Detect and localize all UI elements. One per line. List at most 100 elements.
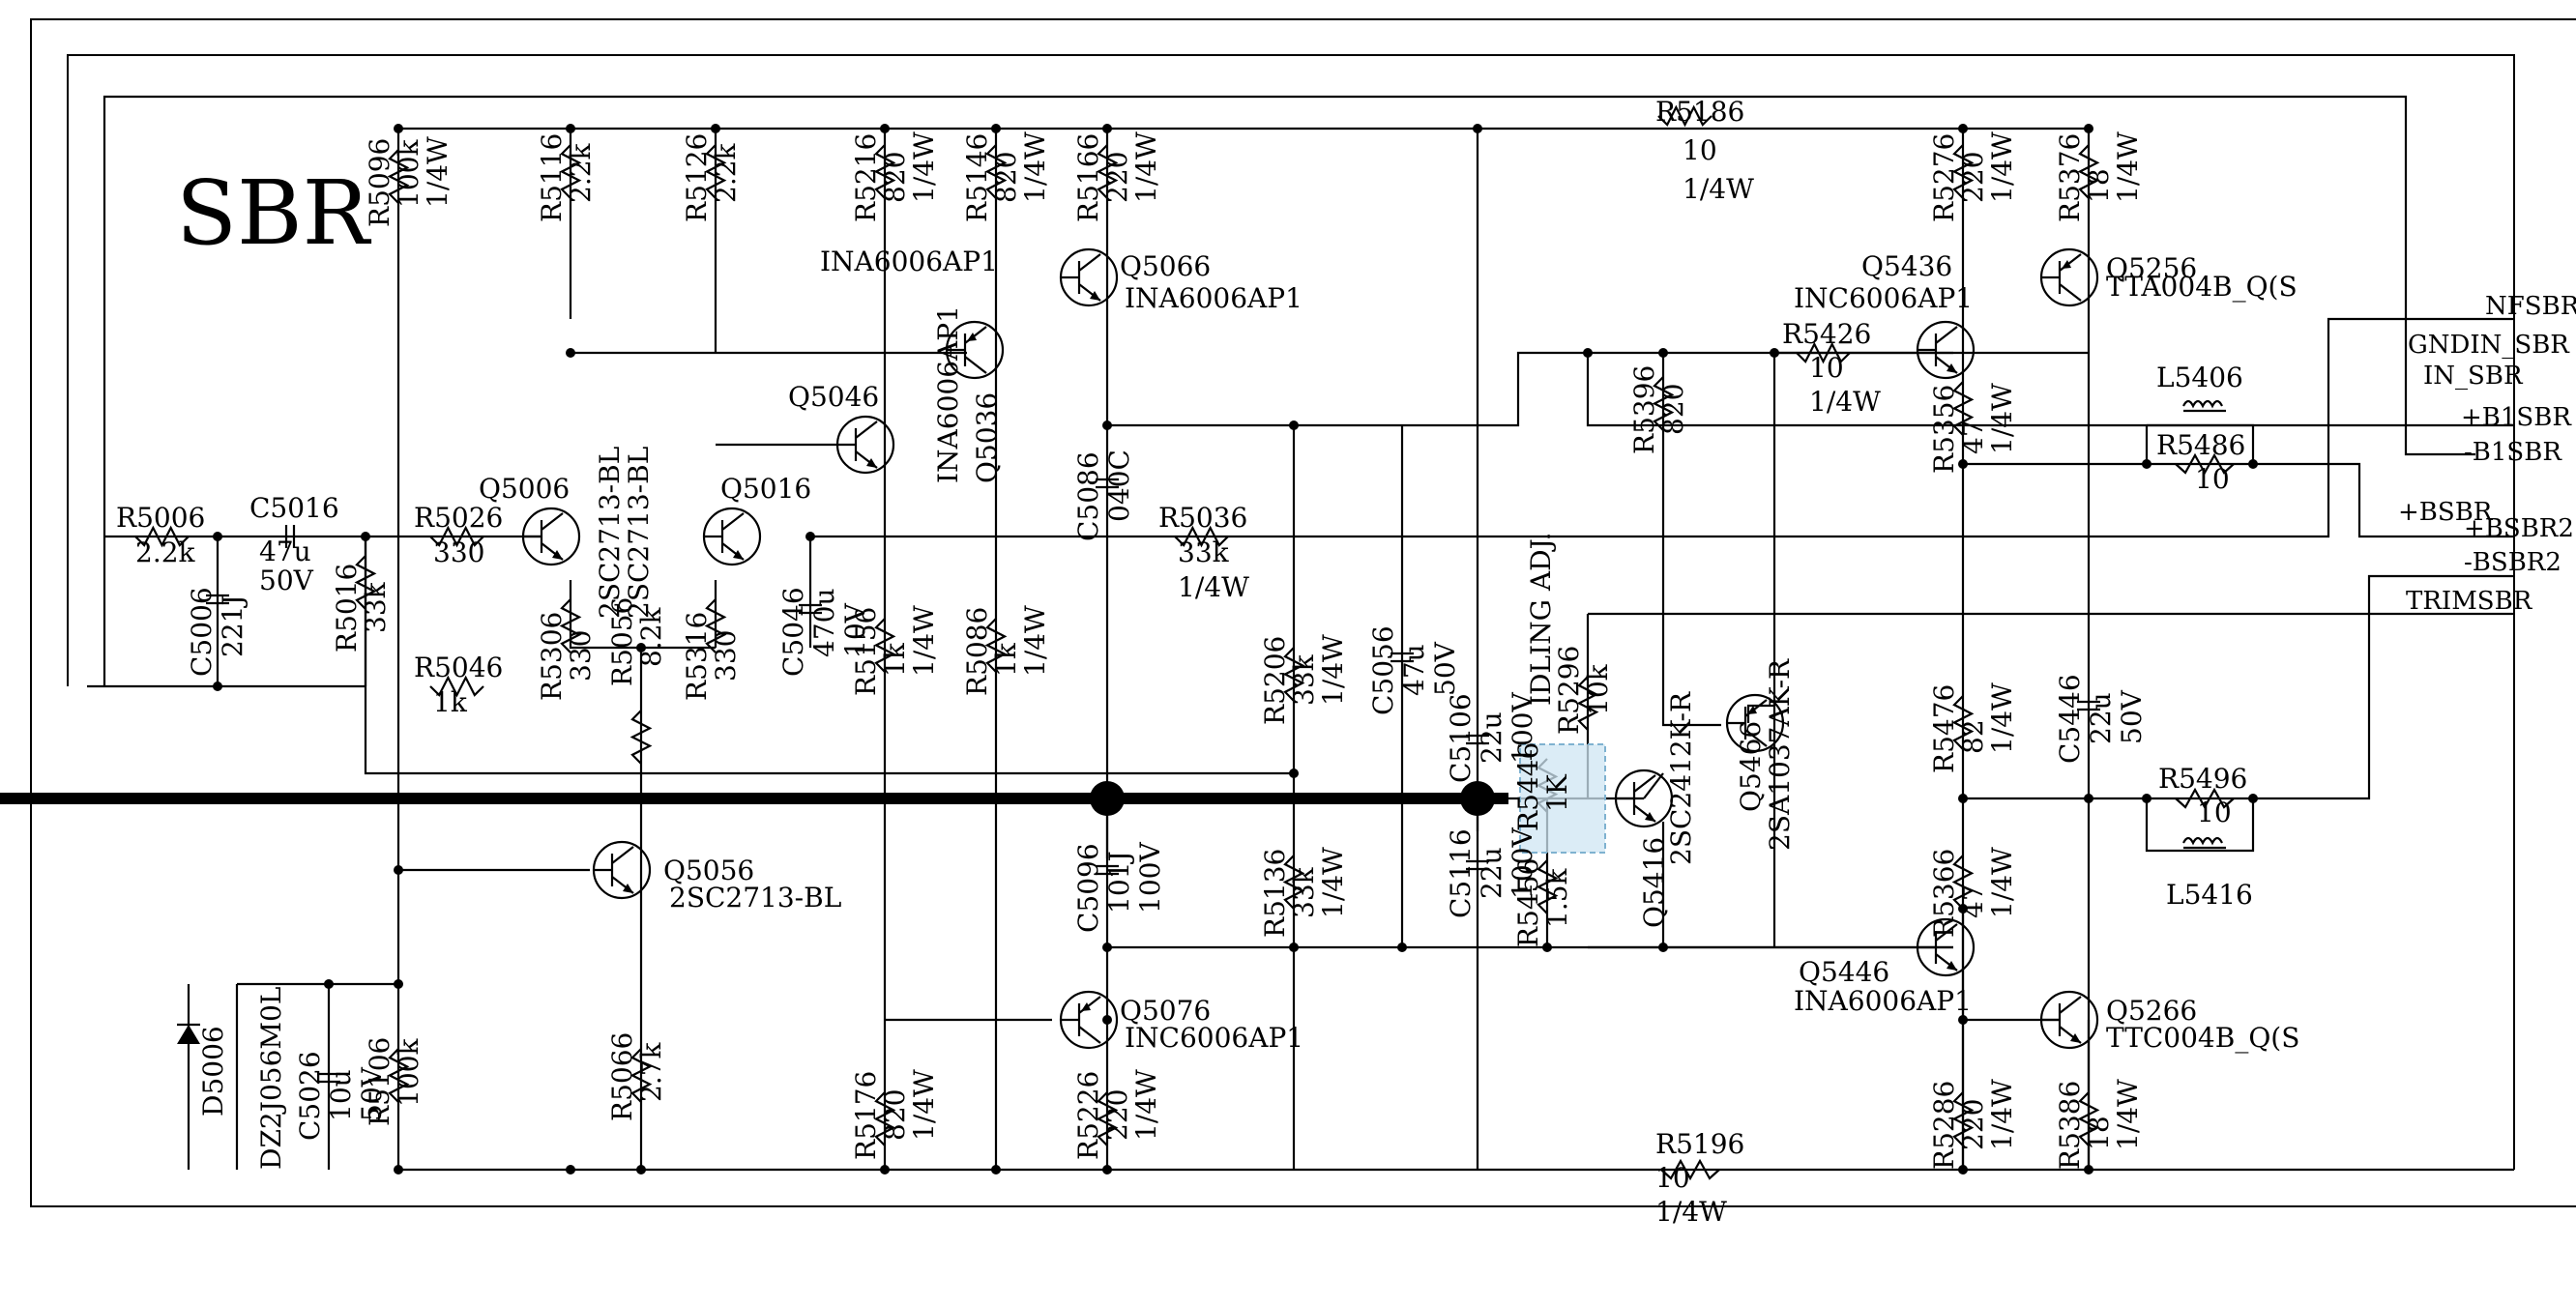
value-r5136: 1/4W: [1317, 847, 1349, 918]
transistor-q5266: [2039, 990, 2099, 1050]
label-r5166: R5166: [1072, 133, 1104, 222]
port--bsbr2: +BSBR2: [2464, 514, 2574, 543]
junction-dot: [2084, 794, 2093, 803]
label-r5036: R5036: [1158, 502, 1247, 534]
label-r5206: R5206: [1259, 636, 1291, 725]
resistor-r5386: [2077, 1091, 2100, 1146]
label-r5386: R5386: [2054, 1081, 2086, 1170]
resistor-r5316: [704, 598, 727, 653]
resistor-r5396: [1652, 376, 1675, 431]
wire: [1772, 351, 1953, 947]
value-r5156: 1k: [879, 642, 911, 677]
capacitor-c5086: [1096, 478, 1119, 489]
value-r5006: 2.2k: [135, 536, 196, 568]
junction-dot: [2248, 459, 2258, 469]
inductor-l5406: [2182, 399, 2226, 413]
capacitor-c5006: [206, 594, 229, 605]
label-r5116: R5116: [536, 133, 568, 222]
label-r5486: R5486: [2156, 429, 2245, 461]
junction-dot: [566, 348, 575, 358]
resistor-r5476: [1951, 695, 1975, 750]
label-l5406: L5406: [2156, 362, 2243, 393]
value-c5116: 100V: [1507, 827, 1538, 899]
label-c5446: C5446: [2054, 674, 2086, 764]
part-q5076: INC6006AP1: [1125, 1022, 1303, 1054]
label-q5076: Q5076: [1120, 995, 1211, 1027]
value-r5016: 33k: [360, 581, 392, 633]
part-q5466: 2SA1037AK-R: [1764, 658, 1796, 851]
label-c5086: C5086: [1072, 451, 1104, 541]
value-r5196: 1/4W: [1655, 1196, 1727, 1228]
port-nfsbr: NFSBR: [2485, 292, 2576, 321]
junction-dot: [1397, 942, 1407, 952]
value-c5086: 040C: [1103, 450, 1135, 522]
resistor-r5496: [2175, 787, 2235, 810]
transistor-q5056: [592, 840, 652, 900]
value-r5216: 1/4W: [908, 131, 940, 203]
resistor-r5216: [873, 144, 896, 199]
value-r5426: 1/4W: [1809, 386, 1881, 418]
capacitor-c5096: [1096, 864, 1119, 876]
wire: [1963, 462, 2514, 538]
part-q5256: TTA004B_Q(S: [2106, 271, 2298, 303]
label-r5066: R5066: [606, 1032, 638, 1121]
part-q5436: INC6006AP1: [1794, 282, 1973, 314]
label-c5046: C5046: [777, 587, 809, 677]
value-c5046: 10V: [839, 602, 871, 657]
value-r5186: 1/4W: [1683, 173, 1754, 205]
resistor-r5086: [984, 618, 1008, 673]
junction-dot: [1958, 1165, 1968, 1174]
resistor-r5126: [704, 144, 727, 199]
junction-dot: [361, 532, 370, 541]
block-title: SBR: [176, 161, 372, 265]
label-q5436: Q5436: [1861, 250, 1952, 282]
value-c5056: 50V: [1429, 641, 1461, 696]
resistor-r5426: [1796, 341, 1851, 364]
junction-dot: [991, 124, 1001, 133]
junction-dot: [1102, 942, 1112, 952]
resistor-r5016: [354, 555, 377, 610]
junction-dot: [1473, 124, 1482, 133]
outer-frame: [30, 18, 2576, 1207]
value-r5166: 1/4W: [1130, 131, 1162, 203]
value-r5146: 820: [990, 152, 1022, 203]
value-c5026: 10u: [325, 1069, 357, 1121]
junction-dot: [1542, 942, 1552, 952]
value-c5096: 100V: [1134, 842, 1166, 914]
label-l5416: L5416: [2166, 879, 2253, 911]
label-r5046: R5046: [414, 652, 503, 683]
capacitor-c5116: [1466, 859, 1489, 871]
label-r5456: R5456: [1512, 858, 1544, 947]
junction-dot: [566, 124, 575, 133]
transistor-q5256: [2039, 247, 2099, 307]
port--b1sbr: -B1SBR: [2464, 438, 2562, 467]
selection-highlight[interactable]: [1519, 743, 1606, 854]
value-r5096: 100k: [393, 139, 424, 208]
junction-dot: [394, 979, 403, 989]
label-c5056: C5056: [1367, 625, 1399, 715]
wire: [1586, 612, 2514, 798]
resistor-r5136: [1282, 855, 1305, 910]
label-r5136: R5136: [1259, 849, 1291, 938]
value-r5286: 220: [1957, 1099, 1989, 1150]
label-r5286: R5286: [1928, 1081, 1960, 1170]
value-r5426: 10: [1809, 352, 1844, 384]
port--bsbr: +BSBR: [2398, 498, 2494, 527]
value-r5376: 18: [2083, 168, 2115, 203]
resistor-r5196: [1660, 1158, 1720, 1181]
label-c5006: C5006: [186, 587, 218, 677]
label-r5056: R5056: [606, 597, 638, 686]
junction-dot: [1958, 459, 1968, 469]
transistor-q5436: [1916, 320, 1976, 380]
label-r5366: R5366: [1928, 849, 1960, 938]
value-r5036: 1/4W: [1178, 571, 1249, 603]
junction-dot: [213, 682, 222, 691]
label-r5086: R5086: [961, 607, 993, 696]
value-c5446: 50V: [2116, 689, 2148, 744]
label-r5276: R5276: [1928, 133, 1960, 222]
value-c5106: 22u: [1476, 711, 1508, 764]
junction-dot: [394, 1165, 403, 1174]
junction-dot: [1958, 794, 1968, 803]
